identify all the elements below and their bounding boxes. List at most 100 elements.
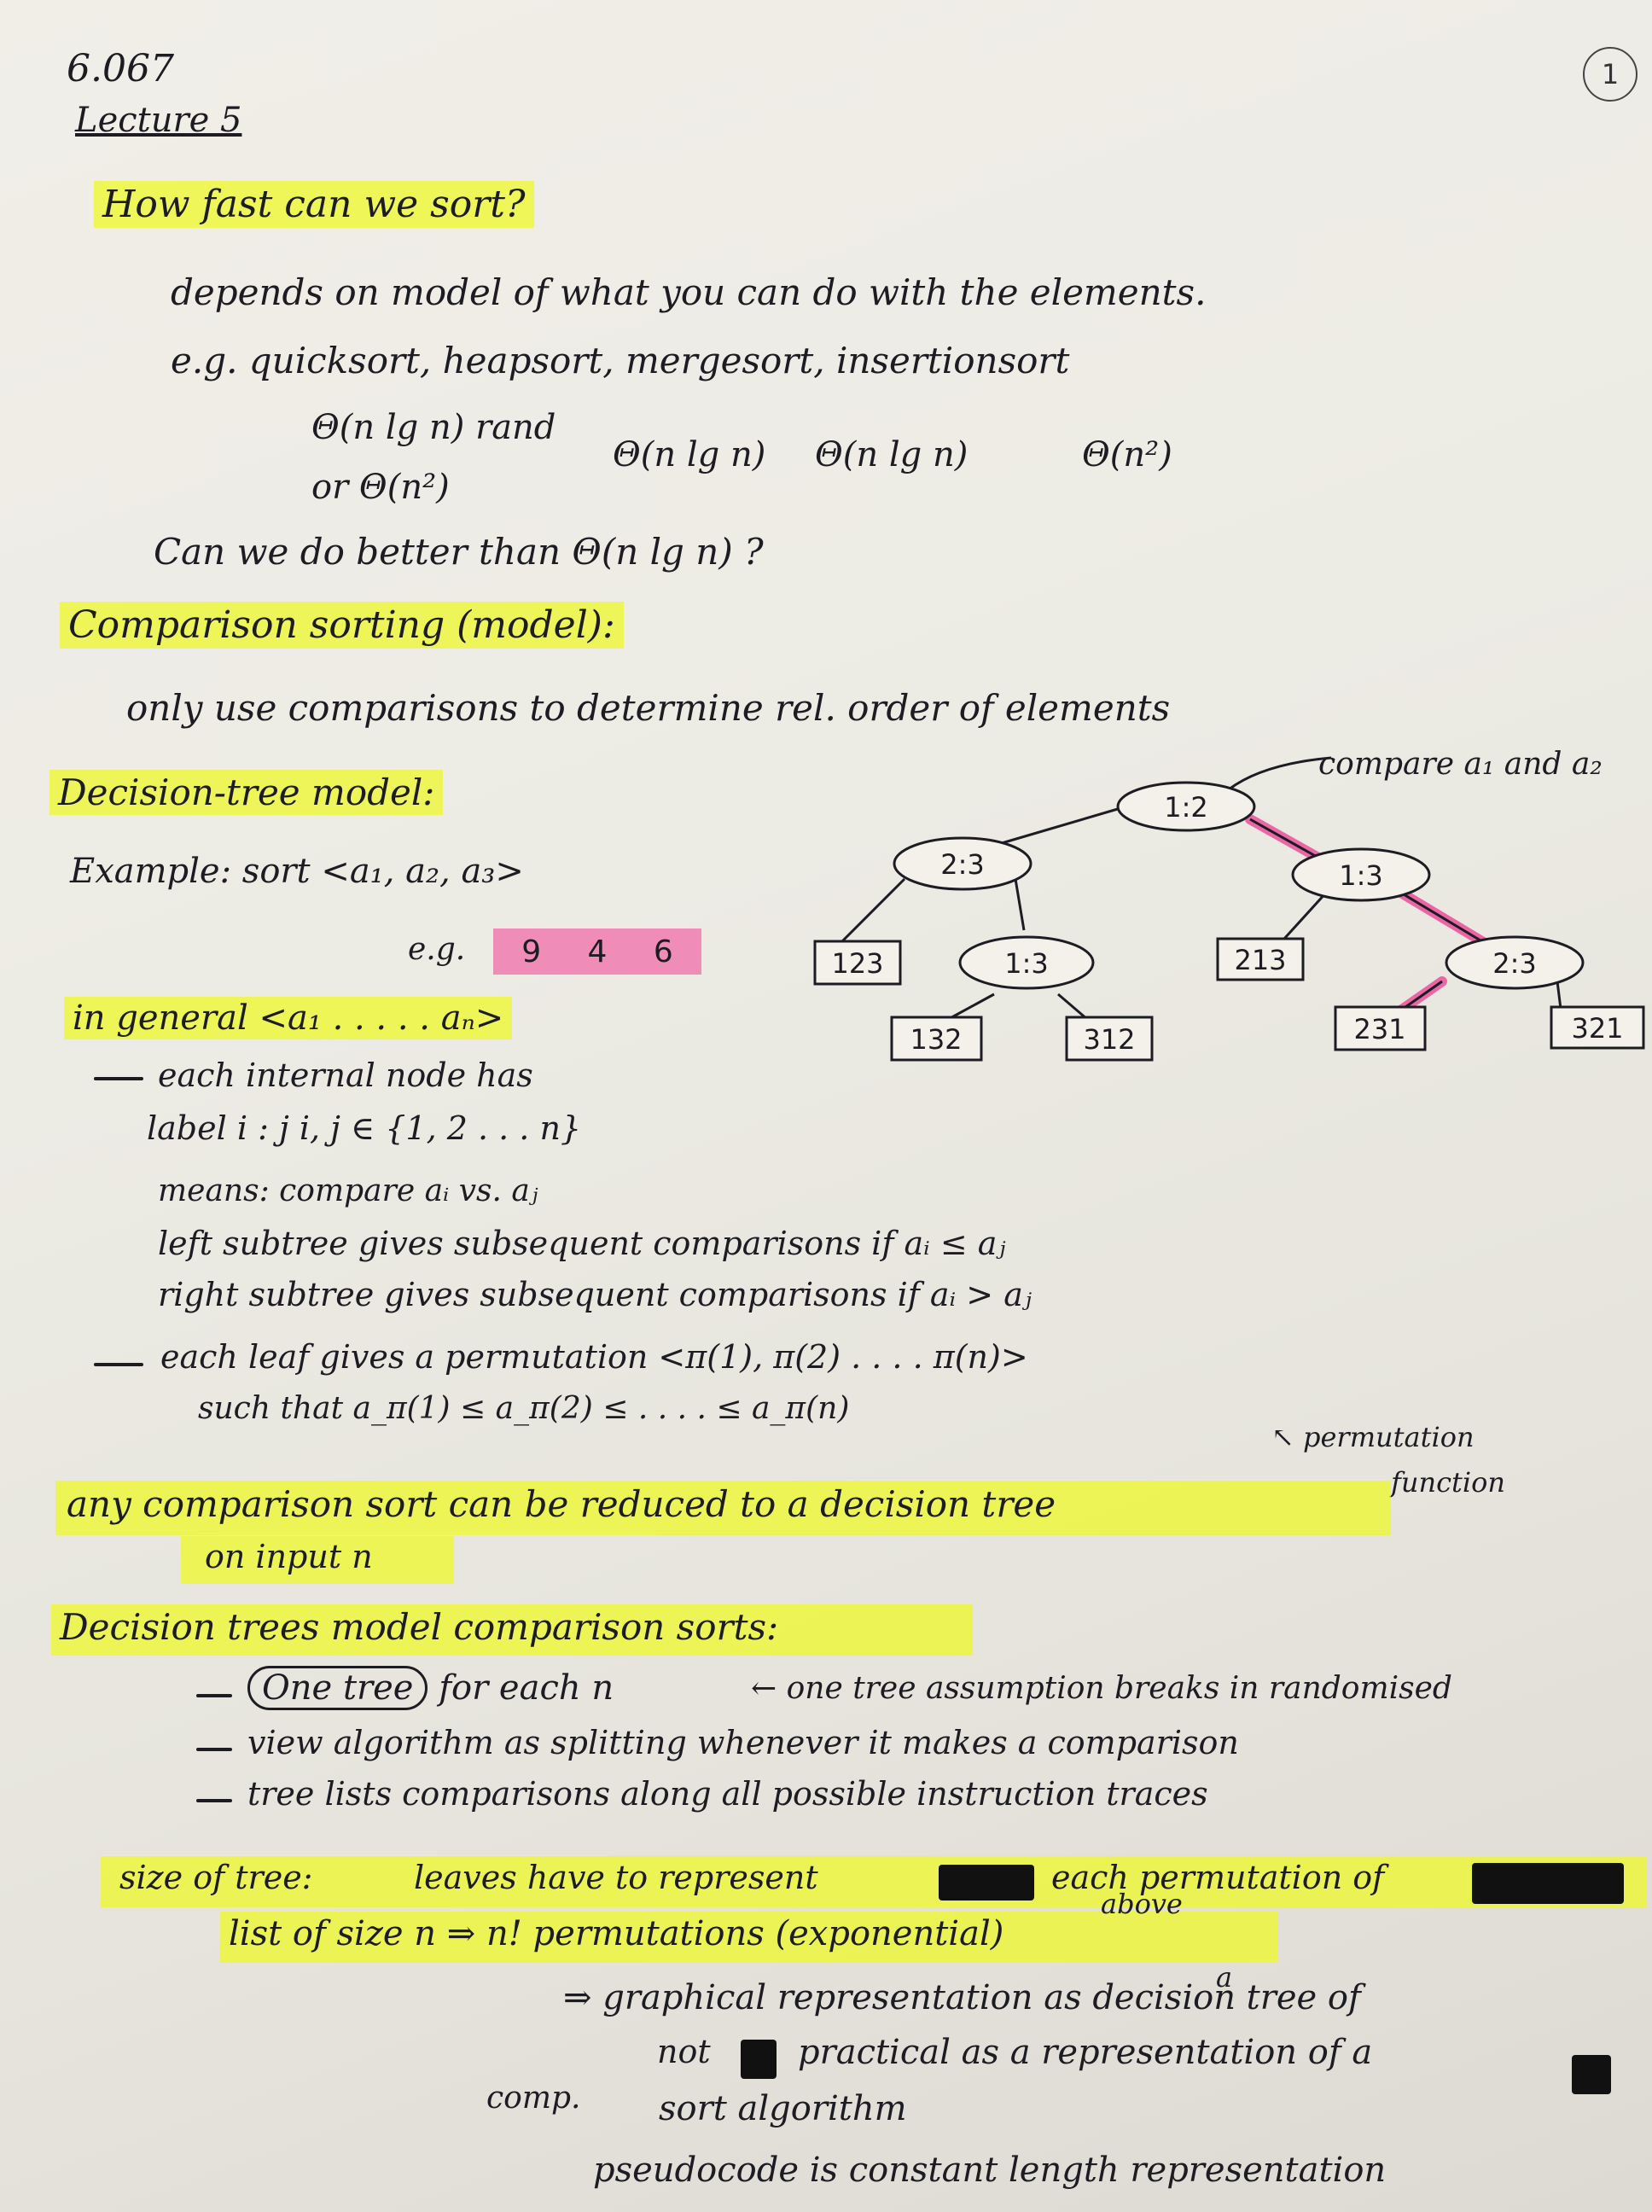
- example-sort: Example: sort <a₁, a₂, a₃>: [70, 852, 524, 891]
- tree-node-labels: 1:2 2:3 1:3 1:3 2:3: [940, 791, 1537, 980]
- question-better: Can we do better than Θ(n lg n) ?: [154, 531, 764, 573]
- statement-on-input-n: on input n: [205, 1538, 373, 1575]
- tree-leaf-labels: 123 132 312 213 231 321: [831, 944, 1623, 1056]
- one-tree-for-each-n: for each n: [439, 1668, 614, 1708]
- correction-a: a: [1216, 1961, 1233, 1994]
- node-label-left-right: 1:3: [1004, 947, 1049, 980]
- tree-leaves: [813, 937, 1645, 1062]
- line-graphical-representation: ⇒ graphical representation as decision t…: [563, 1978, 1361, 2017]
- heading-decision-trees-model: Decision trees model comparison sorts:: [60, 1606, 779, 1648]
- example-value-1: 9: [521, 934, 542, 969]
- tree-edge: [1014, 878, 1026, 931]
- in-general-text: in general <a₁ . . . . . aₙ>: [64, 997, 513, 1039]
- highlight-any-comparison: [55, 1481, 1391, 1535]
- tree-edge: [1057, 992, 1089, 1022]
- example-value-2: 4: [587, 934, 608, 969]
- redaction-block: [1572, 2055, 1611, 2094]
- leaf-label: 213: [1234, 944, 1286, 976]
- heading-how-fast: How fast can we sort?: [94, 181, 534, 228]
- highlight-list-of-size: [220, 1912, 1278, 1963]
- tree-edge: [946, 992, 995, 1022]
- leaf-label: 321: [1571, 1012, 1623, 1045]
- highlight-size-of-tree: [101, 1856, 1647, 1907]
- heading-decision-tree-model: Decision-tree model:: [49, 770, 444, 815]
- bullet-dash: [94, 1363, 143, 1366]
- leaf-label: 312: [1083, 1023, 1135, 1056]
- line-eg-sorts: e.g. quicksort, heapsort, mergesort, ins…: [171, 340, 1070, 381]
- redaction-block: [939, 1865, 1034, 1901]
- line-pseudocode: pseudocode is constant length representa…: [593, 2151, 1387, 2190]
- statement-any-comparison: any comparison sort can be reduced to a …: [67, 1483, 1056, 1525]
- bullet-label-ij: label i : j i, j ∈ {1, 2 . . . n}: [147, 1109, 582, 1147]
- line-only-comparisons: only use comparisons to determine rel. o…: [126, 687, 1171, 729]
- line-practical: practical as a representation of a: [798, 2033, 1373, 2072]
- tree-node: [958, 935, 1095, 990]
- bullet-tree-lists: tree lists comparisons along all possibl…: [247, 1775, 1208, 1813]
- bullet-dash: [94, 1077, 143, 1080]
- lecture-label: Lecture 5: [75, 101, 242, 140]
- page-number: 1: [1601, 58, 1620, 90]
- tree-annotation-compare: compare a₁ and a₂: [1318, 747, 1603, 782]
- example-values: 9 4 6: [493, 928, 701, 975]
- bullet-such-that: such that a_π(1) ≤ a_π(2) ≤ . . . . ≤ a_…: [198, 1391, 850, 1426]
- tree-leaf: [1334, 1005, 1427, 1051]
- highlight-decision-trees: [51, 1604, 973, 1656]
- tree-leaf: [1216, 937, 1305, 981]
- bullet-one-tree: One tree for each n: [247, 1666, 614, 1710]
- complexity-insertionsort: Θ(n²): [1082, 435, 1172, 474]
- example-value-3: 6: [653, 934, 673, 969]
- line-leaves-represent: leaves have to represent: [414, 1859, 818, 1896]
- node-label-root: 1:2: [1164, 791, 1208, 824]
- bullet-right-subtree: right subtree gives subsequent compariso…: [158, 1276, 1032, 1313]
- complexity-quicksort-worst: or Θ(n²): [311, 468, 450, 507]
- complexity-mergesort: Θ(n lg n): [815, 435, 969, 474]
- annotation-function: function: [1391, 1466, 1505, 1499]
- leaf-label: 231: [1353, 1013, 1405, 1045]
- redaction-block: [741, 2040, 777, 2079]
- complexity-quicksort: Θ(n lg n) rand: [311, 408, 556, 447]
- line-sort-algorithm: sort algorithm: [659, 2089, 907, 2128]
- bullet-means-compare: means: compare aᵢ vs. aⱼ: [158, 1173, 538, 1208]
- bullet-dash: [196, 1799, 232, 1802]
- one-tree-boxed: One tree: [247, 1666, 428, 1710]
- note-randomised: ← one tree assumption breaks in randomis…: [751, 1671, 1452, 1706]
- word-comp: comp.: [486, 2081, 581, 2116]
- course-number: 6.067: [67, 47, 174, 90]
- bullet-view-algorithm: view algorithm as splitting whenever it …: [247, 1724, 1239, 1761]
- leaf-label: 132: [910, 1023, 962, 1056]
- word-not: not: [657, 2033, 711, 2070]
- annotation-permutation: ↖ permutation: [1271, 1421, 1475, 1453]
- tree-node: [1291, 847, 1431, 902]
- highlight-on-input: [181, 1536, 454, 1584]
- annotation-pointer: [1228, 756, 1332, 791]
- tree-leaf: [813, 940, 902, 986]
- bullet-dash: [196, 1694, 232, 1697]
- example-eg-label: e.g.: [408, 932, 466, 967]
- leaf-label: 123: [831, 947, 883, 980]
- in-general: in general <a₁ . . . . . aₙ>: [64, 997, 513, 1039]
- tree-edge: [835, 877, 906, 949]
- label-size-of-tree: size of tree:: [119, 1859, 313, 1896]
- node-label-right: 1:3: [1339, 859, 1383, 892]
- bullet-internal-node: each internal node has: [158, 1057, 533, 1094]
- line-depends-on-model: depends on model of what you can do with…: [171, 271, 1207, 313]
- tree-node: [1445, 935, 1585, 990]
- redaction-block: [1472, 1863, 1624, 1904]
- node-label-left: 2:3: [940, 848, 985, 881]
- bullet-dash: [196, 1748, 232, 1751]
- complexity-heapsort: Θ(n lg n): [613, 435, 766, 474]
- bullet-left-subtree: left subtree gives subsequent comparison…: [158, 1225, 1006, 1262]
- tree-node: [893, 836, 1032, 891]
- tree-edge: [1249, 818, 1319, 859]
- node-label-right-right: 2:3: [1492, 947, 1537, 980]
- line-each-permutation: each permutation of: [1051, 1859, 1385, 1896]
- tree-leaf: [1550, 1005, 1645, 1050]
- tree-node: [1116, 781, 1256, 832]
- page-number-circle: 1: [1583, 47, 1637, 102]
- tree-edge: [980, 805, 1127, 851]
- bullet-each-leaf: each leaf gives a permutation <π(1), π(2…: [160, 1338, 1028, 1376]
- tree-nodes: [893, 781, 1585, 990]
- tree-edge: [1283, 890, 1329, 940]
- heading-comparison-sorting: Comparison sorting (model):: [60, 602, 624, 649]
